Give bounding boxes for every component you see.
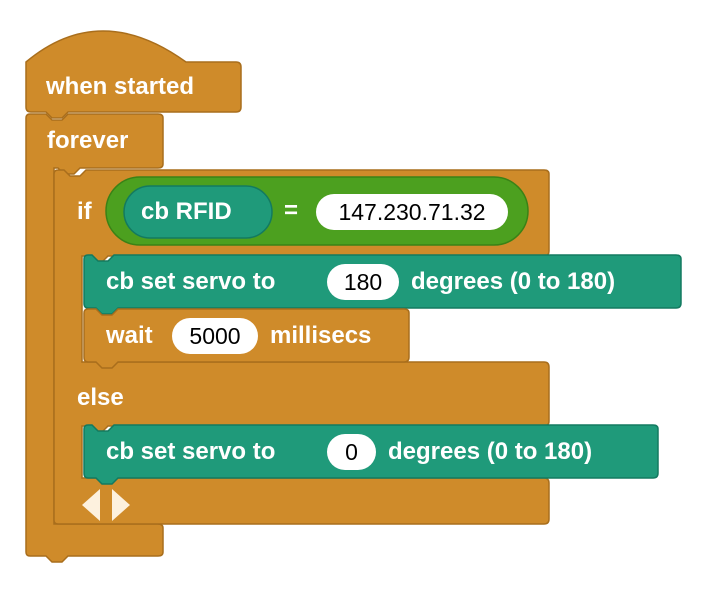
wait-value-field[interactable]: 5000 bbox=[172, 318, 258, 354]
rfid-value-field[interactable]: 147.230.71.32 bbox=[316, 194, 508, 230]
servo-then-value-field[interactable]: 180 bbox=[327, 264, 399, 300]
arrow-left-icon[interactable] bbox=[80, 488, 102, 522]
cb-rfid-label: cb RFID bbox=[141, 198, 232, 225]
when-started-block[interactable] bbox=[25, 30, 242, 119]
servo-else-prefix: cb set servo to bbox=[106, 438, 276, 465]
cb-rfid-reporter[interactable] bbox=[123, 185, 273, 239]
equals-sign: = bbox=[284, 197, 299, 224]
servo-else-value-field[interactable]: 0 bbox=[327, 434, 376, 470]
servo-then-prefix: cb set servo to bbox=[106, 268, 276, 295]
forever-label: forever bbox=[47, 127, 129, 154]
servo-then-suffix: degrees (0 to 180) bbox=[411, 268, 616, 295]
if-label: if bbox=[77, 198, 92, 225]
arrow-right-icon[interactable] bbox=[110, 488, 132, 522]
wait-prefix: wait bbox=[106, 322, 153, 349]
wait-suffix: millisecs bbox=[270, 322, 372, 349]
when-started-label: when started bbox=[46, 73, 195, 100]
else-label: else bbox=[77, 384, 124, 411]
servo-else-suffix: degrees (0 to 180) bbox=[388, 438, 593, 465]
